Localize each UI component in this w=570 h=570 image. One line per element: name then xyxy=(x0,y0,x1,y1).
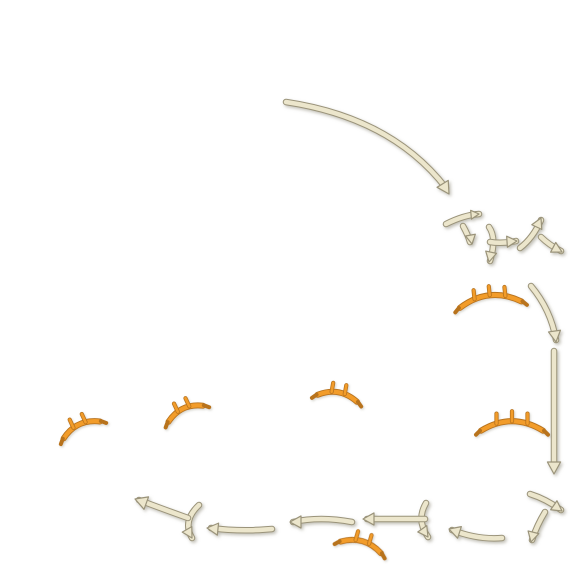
piece-layer xyxy=(58,284,550,561)
corner-arrow-a xyxy=(526,490,565,514)
corner-arrow-b xyxy=(527,508,549,544)
ui-piece-bottom xyxy=(332,529,387,561)
right-vertical-arrow xyxy=(546,347,562,475)
bottom-arrow-1 xyxy=(448,526,506,542)
ui-piece-middle xyxy=(309,380,364,409)
ui-piece-top-right xyxy=(453,284,529,315)
bottom-arrow-6 xyxy=(181,501,203,542)
long-curved-arrow xyxy=(282,98,450,195)
arrow-layer xyxy=(134,98,565,544)
small-arrow-b xyxy=(459,222,476,246)
bottom-arrow-4 xyxy=(289,515,356,529)
bottom-arrow-5 xyxy=(206,522,276,536)
ui-piece-left-center xyxy=(163,396,212,430)
bottom-arrow-7 xyxy=(134,496,192,522)
bottom-arrow-3 xyxy=(362,512,429,526)
ui-piece-far-left xyxy=(58,411,109,447)
right-curved-arrow xyxy=(527,282,562,344)
small-arrow-f xyxy=(537,233,565,255)
small-arrow-d xyxy=(486,235,520,248)
small-arrow-a xyxy=(442,209,483,228)
ui-piece-right xyxy=(474,409,550,437)
small-arrow-e xyxy=(516,216,545,252)
